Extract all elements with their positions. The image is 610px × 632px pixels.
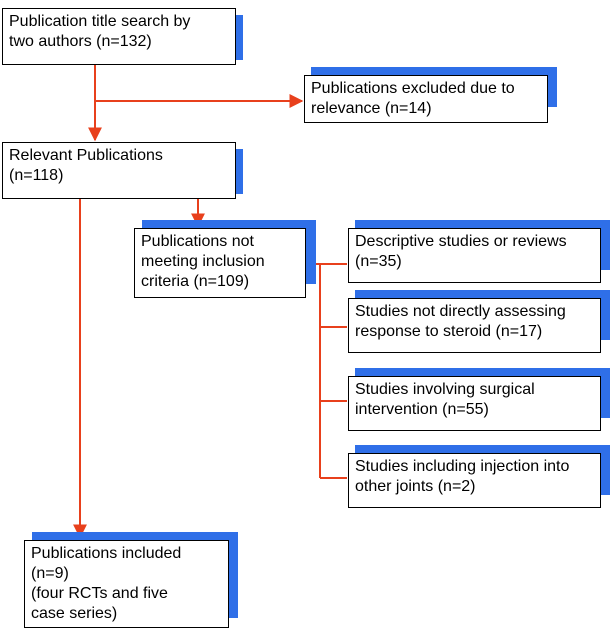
box-not-meeting: Publications not meeting inclusion crite… bbox=[134, 220, 316, 298]
box-surgical: Studies involving surgical intervention … bbox=[348, 368, 610, 431]
box-descriptive: Descriptive studies or reviews (n=35) bbox=[348, 220, 610, 283]
descriptive-text: Descriptive studies or reviews (n=35) bbox=[348, 228, 601, 283]
box-relevant: Relevant Publications (n=118) bbox=[2, 142, 243, 199]
box-title-search: Publication title search by two authors … bbox=[2, 8, 243, 65]
not-meeting-text: Publications not meeting inclusion crite… bbox=[134, 228, 306, 298]
box-not-assessing: Studies not directly assessing response … bbox=[348, 290, 610, 353]
surgical-text: Studies involving surgical intervention … bbox=[348, 376, 601, 431]
box-injection: Studies including injection into other j… bbox=[348, 445, 610, 508]
included-text: Publications included (n=9) (four RCTs a… bbox=[24, 540, 229, 628]
relevant-text: Relevant Publications (n=118) bbox=[2, 142, 236, 199]
not-assessing-text: Studies not directly assessing response … bbox=[348, 298, 601, 353]
excluded-relevance-text: Publications excluded due to relevance (… bbox=[304, 75, 548, 123]
injection-text: Studies including injection into other j… bbox=[348, 453, 601, 508]
title-search-text: Publication title search by two authors … bbox=[2, 8, 236, 65]
box-excluded-relevance: Publications excluded due to relevance (… bbox=[304, 67, 557, 123]
box-included: Publications included (n=9) (four RCTs a… bbox=[24, 532, 238, 628]
